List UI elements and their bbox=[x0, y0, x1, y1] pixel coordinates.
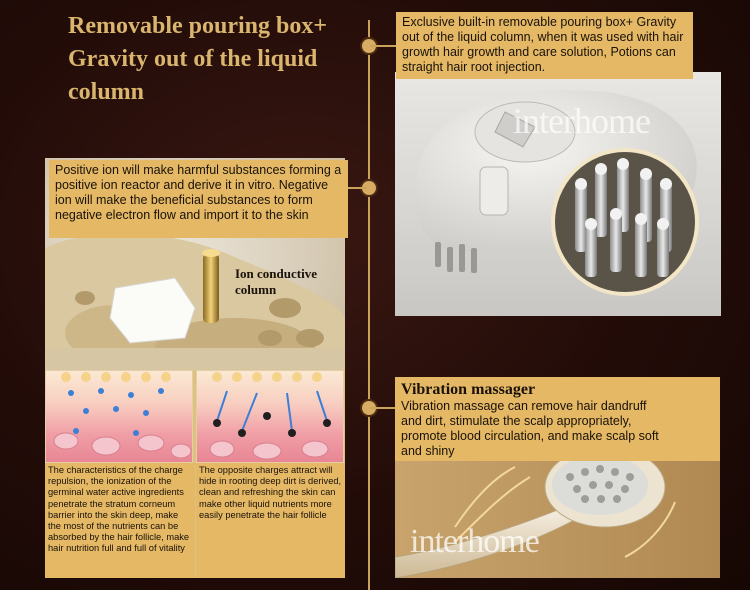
caption-right: The opposite charges attract will hide i… bbox=[196, 463, 345, 578]
vibration-panel: Vibration massager Vibration massage can… bbox=[395, 377, 720, 578]
brush-underside-illustration bbox=[415, 90, 699, 296]
pouring-box-callout: Exclusive built-in removable pouring box… bbox=[396, 12, 693, 79]
ion-column-label: Ion conductive column bbox=[235, 266, 317, 297]
vibration-callout: Vibration massager Vibration massage can… bbox=[395, 377, 720, 461]
vibration-text: Vibration massage can remove hair dandru… bbox=[401, 399, 659, 458]
ion-column-illustration bbox=[45, 233, 345, 378]
ion-callout: Positive ion will make harmful substance… bbox=[49, 160, 348, 238]
timeline-dot-2 bbox=[362, 181, 376, 195]
caption-left: The characteristics of the charge repuls… bbox=[45, 463, 195, 578]
title-line-2: Gravity out of the liquid bbox=[68, 46, 318, 72]
title-line-1: Removable pouring box+ bbox=[68, 13, 328, 39]
caption-right-text: The opposite charges attract will hide i… bbox=[199, 465, 342, 520]
massager-illustration bbox=[395, 446, 676, 578]
timeline-connector-1 bbox=[370, 45, 396, 47]
skin-diagram-left bbox=[45, 370, 193, 463]
timeline-dot-3 bbox=[362, 401, 376, 415]
skin-diagram-right bbox=[196, 370, 344, 463]
pouring-box-photo: interhome bbox=[395, 72, 721, 316]
ion-penetration-illustration bbox=[53, 372, 192, 459]
ion-callout-text: Positive ion will make harmful substance… bbox=[55, 163, 342, 222]
watermark: interhome bbox=[513, 101, 651, 141]
timeline-connector-2 bbox=[345, 187, 367, 189]
watermark-bottom: interhome bbox=[410, 523, 540, 560]
timeline-connector-3 bbox=[370, 407, 396, 409]
timeline-dot-1 bbox=[362, 39, 376, 53]
pouring-box-text: Exclusive built-in removable pouring box… bbox=[402, 15, 684, 74]
timeline-line bbox=[368, 20, 370, 590]
vibration-heading: Vibration massager bbox=[401, 381, 536, 398]
caption-left-text: The characteristics of the charge repuls… bbox=[48, 465, 190, 554]
title-line-3: column bbox=[68, 79, 145, 105]
page-title: Removable pouring box+ Gravity out of th… bbox=[68, 10, 368, 109]
ion-attraction-illustration bbox=[209, 372, 331, 460]
